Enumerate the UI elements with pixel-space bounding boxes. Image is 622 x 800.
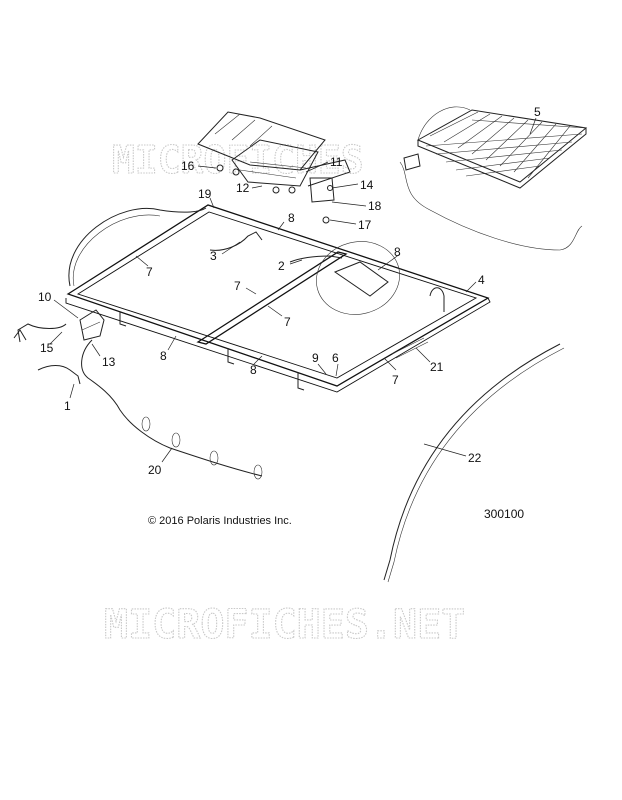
copyright-text: © 2016 Polaris Industries Inc. — [148, 515, 292, 527]
leader-lines — [49, 117, 537, 463]
callout-4: 4 — [478, 273, 485, 287]
callout-10: 10 — [38, 290, 52, 304]
callout-12: 12 — [236, 181, 250, 195]
callout-7-left: 7 — [146, 265, 153, 279]
callout-14: 14 — [360, 178, 374, 192]
regulator-box — [13, 309, 263, 480]
callout-17: 17 — [358, 218, 372, 232]
callout-15: 15 — [40, 341, 54, 355]
callout-20: 20 — [148, 463, 162, 477]
callout-5: 5 — [534, 105, 541, 119]
callout-8-bottom: 8 — [250, 363, 257, 377]
callout-7-center: 7 — [234, 279, 241, 293]
callout-11: 11 — [330, 155, 343, 169]
callout-8-bottom-left: 8 — [160, 349, 167, 363]
left-hose — [68, 207, 207, 287]
decal — [391, 337, 429, 359]
callout-8-detail: 8 — [394, 245, 401, 259]
callout-7-right: 7 — [284, 315, 291, 329]
callout-3: 3 — [210, 249, 217, 263]
bracket-assembly — [197, 111, 351, 224]
callout-9: 9 — [312, 351, 319, 365]
harness-3 — [209, 231, 263, 251]
watermark-bottom: MICROFICHES.NET — [104, 602, 465, 648]
callout-6: 6 — [332, 351, 339, 365]
callout-1: 1 — [64, 399, 71, 413]
harness-2 — [289, 255, 343, 263]
callout-16: 16 — [181, 159, 195, 173]
callout-13: 13 — [102, 355, 116, 369]
diagram-code: 300100 — [484, 507, 524, 521]
callout-21: 21 — [430, 360, 444, 374]
callout-2: 2 — [278, 259, 285, 273]
callout-22: 22 — [468, 451, 482, 465]
detail-circle — [316, 241, 400, 315]
panel-frame — [65, 204, 491, 393]
callout-19: 19 — [198, 187, 212, 201]
callout-18: 18 — [368, 199, 382, 213]
seal-strip — [383, 343, 561, 581]
callout-8-top: 8 — [288, 211, 295, 225]
callout-7-bottom: 7 — [392, 373, 399, 387]
solar-panel — [399, 106, 588, 251]
